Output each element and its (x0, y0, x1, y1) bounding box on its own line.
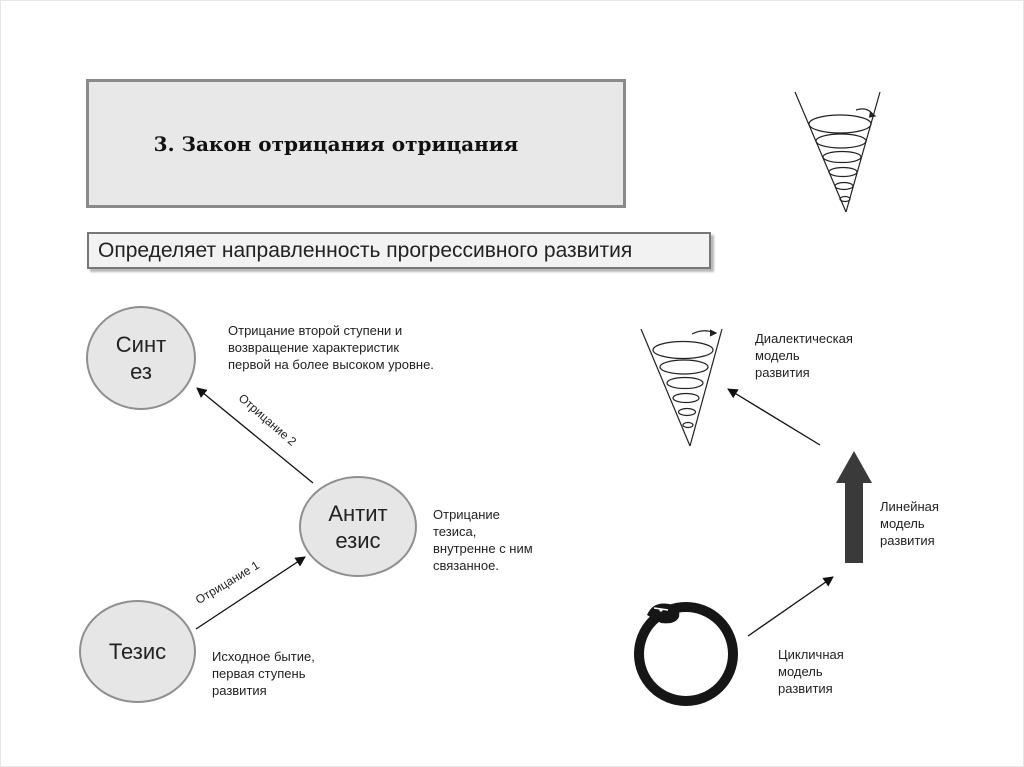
arrow-linear-to-dialectical (727, 388, 821, 446)
dialectical-spiral-icon (640, 328, 723, 447)
subtitle-text: Определяет направленность прогрессивного… (98, 238, 633, 262)
thesis-label: Тезис (108, 639, 167, 664)
arrow-cyclic-to-linear (747, 576, 834, 637)
linear-model-label: Линейная модель развития (880, 499, 939, 548)
synthesis-node: Синт ез (86, 306, 196, 410)
antithesis-description: Отрицание тезиса, внутренне с ним связан… (433, 507, 533, 573)
antithesis-label: Антит езис (328, 500, 388, 553)
thesis-node: Тезис (79, 600, 196, 703)
cyclic-model-label: Цикличная модель развития (778, 647, 844, 696)
dialectical-model-label: Диалектическая модель развития (755, 331, 853, 380)
synthesis-label: Синт ез (115, 332, 167, 384)
page-title: 3. Закон отрицания отрицания (153, 131, 519, 156)
title-box: 3. Закон отрицания отрицания (86, 79, 626, 208)
arrow-thesis-to-antithesis (195, 556, 306, 630)
thick-up-arrow-icon (836, 451, 872, 563)
synthesis-description: Отрицание второй ступени и возвращение х… (228, 323, 434, 372)
spiral-cone-icon (794, 91, 881, 213)
antithesis-node: Антит езис (299, 476, 417, 577)
arrow-antithesis-to-synthesis (196, 387, 314, 484)
thesis-description: Исходное бытие, первая ступень развития (212, 649, 315, 698)
subtitle-box: Определяет направленность прогрессивного… (87, 232, 711, 269)
ouroboros-icon (634, 602, 738, 706)
